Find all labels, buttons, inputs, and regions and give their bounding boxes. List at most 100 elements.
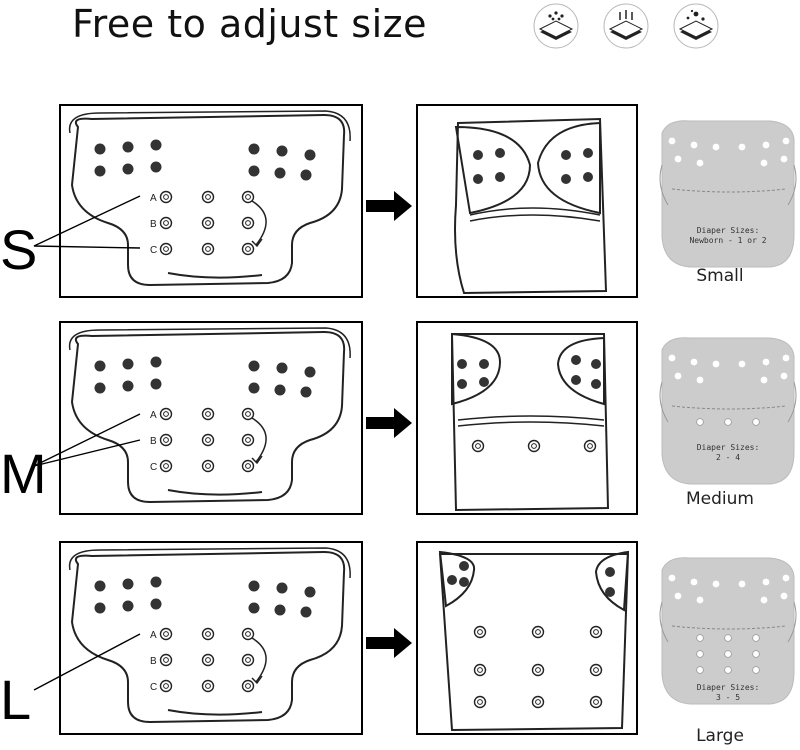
preview-snap	[674, 592, 682, 600]
size-preview: Diaper Sizes:3 - 5	[659, 557, 797, 705]
preview-snap	[690, 141, 698, 149]
tab-snap-dot	[457, 359, 467, 369]
tab-snap-dot	[473, 174, 483, 184]
leg-elastic	[167, 709, 263, 716]
snap-center	[205, 411, 211, 417]
preview-seam	[671, 405, 787, 410]
tab-snap-dot	[248, 580, 260, 592]
tab-snap-dot	[150, 356, 162, 368]
caption-small: Small	[696, 266, 744, 286]
snap-center	[531, 443, 537, 449]
preview-snap	[696, 634, 704, 642]
snap-center	[245, 683, 251, 689]
preview-snap	[762, 141, 770, 149]
snap-center	[245, 463, 251, 469]
snap-row-label: C	[150, 245, 157, 256]
snap-center	[245, 411, 251, 417]
preview-snap	[752, 634, 760, 642]
pointer-line-m	[33, 413, 141, 467]
tab-snap-dot	[591, 379, 601, 389]
tab-snap-dot	[122, 380, 134, 392]
transition-arrow	[366, 408, 412, 438]
tab-snap-dot	[94, 165, 106, 177]
snap-center	[163, 220, 169, 226]
tab-snap-dot	[248, 165, 260, 177]
tab-snap-dot	[248, 602, 260, 614]
preview-snap	[738, 143, 746, 151]
diaper-edge	[68, 110, 351, 142]
tab-snap-dot	[122, 358, 134, 370]
snap-center	[205, 657, 211, 663]
tab-snap-dot	[583, 148, 593, 158]
snap-center	[205, 631, 211, 637]
snap-center	[475, 443, 481, 449]
folded-body	[454, 117, 608, 295]
tab-snap-dot	[276, 145, 288, 157]
tab-snap-dot	[304, 586, 316, 598]
preview-edge	[659, 601, 669, 643]
tab-snap-dot	[459, 577, 469, 587]
preview-snap	[780, 155, 788, 163]
left-flap	[454, 125, 532, 215]
tab-snap-dot	[300, 386, 312, 398]
preview-snap	[696, 666, 704, 674]
size-letter-l: L	[0, 668, 32, 731]
fold-arrow	[251, 637, 267, 683]
snap-center	[205, 220, 211, 226]
preview-snap	[696, 418, 704, 426]
snap-center	[245, 220, 251, 226]
snap-center	[205, 194, 211, 200]
preview-snap	[674, 155, 682, 163]
tab-snap-dot	[605, 587, 615, 597]
transition-arrow	[366, 628, 412, 658]
caption-medium: Medium	[686, 489, 754, 509]
tab-snap-dot	[150, 598, 162, 610]
preview-snap	[752, 650, 760, 658]
preview-snap	[724, 650, 732, 658]
preview-edge	[659, 381, 669, 423]
snap-center	[163, 411, 169, 417]
snap-center	[163, 194, 169, 200]
tab-snap-dot	[583, 172, 593, 182]
tab-snap-dot	[561, 174, 571, 184]
snap-center	[535, 699, 541, 705]
preview-snap	[696, 596, 704, 604]
tab-snap-dot	[457, 379, 467, 389]
diaper-outline	[70, 550, 346, 724]
left-flap	[451, 332, 502, 406]
preview-snap	[696, 376, 704, 384]
tab-snap-dot	[304, 149, 316, 161]
tab-snap-dot	[495, 172, 505, 182]
tab-snap-dot	[479, 377, 489, 387]
preview-snap	[724, 666, 732, 674]
preview-snap	[760, 159, 768, 167]
snap-row-label: C	[150, 462, 157, 473]
snap-center	[245, 437, 251, 443]
diaper-sizes-title: Diaper Sizes:	[697, 443, 760, 452]
preview-edge	[659, 164, 669, 206]
snap-center	[245, 246, 251, 252]
right-flap	[594, 550, 630, 612]
snap-center	[477, 629, 483, 635]
preview-snap	[782, 574, 790, 582]
tab-snap-dot	[94, 382, 106, 394]
snap-row-label: A	[150, 410, 157, 421]
tab-snap-dot	[591, 359, 601, 369]
tab-snap-dot	[300, 606, 312, 618]
preview-edge	[787, 381, 797, 423]
tab-snap-dot	[274, 604, 286, 616]
preview-snap	[696, 159, 704, 167]
preview-snap	[712, 360, 720, 368]
left-flap	[438, 550, 476, 608]
snap-center	[163, 437, 169, 443]
page-title: Free to adjust size	[72, 2, 427, 46]
preview-snap	[690, 358, 698, 366]
diaper-sizes-title: Diaper Sizes:	[697, 683, 760, 692]
snap-center	[245, 194, 251, 200]
absorbent-layer-icon	[673, 3, 719, 49]
tab-snap-dot	[122, 578, 134, 590]
caption-large: Large	[696, 726, 744, 746]
